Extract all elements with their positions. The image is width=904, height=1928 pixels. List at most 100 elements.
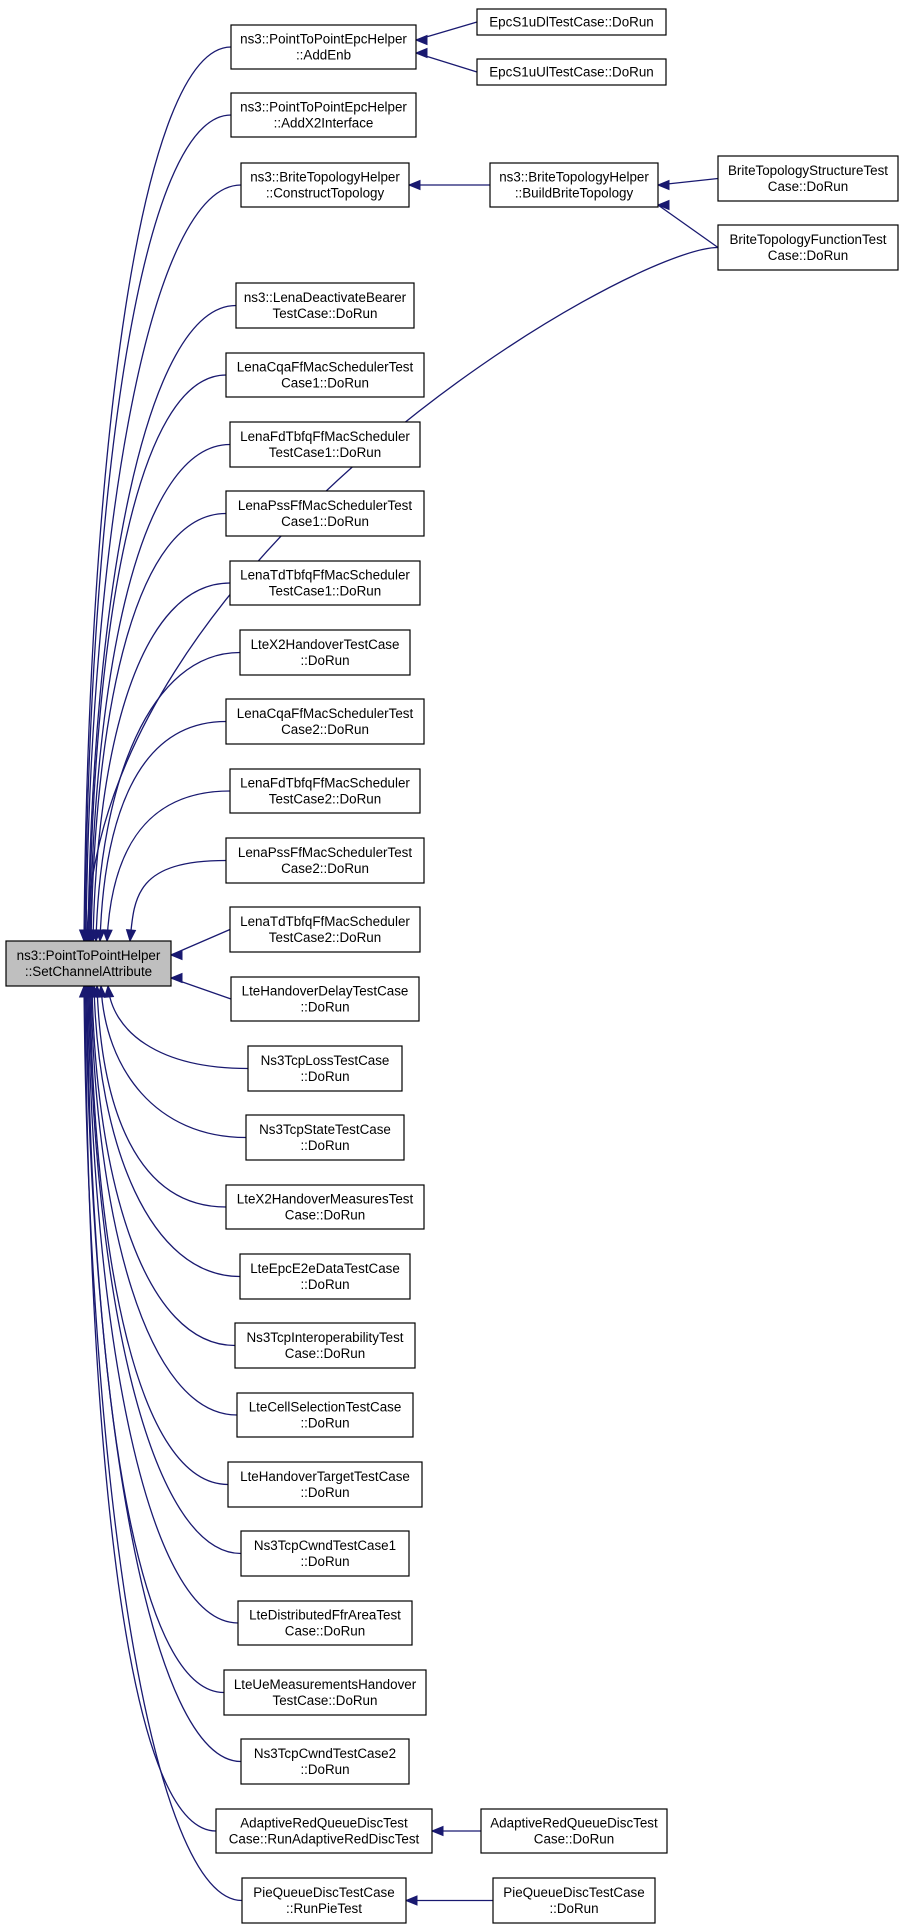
node-pie-run[interactable]: PieQueueDiscTestCase::RunPieTest	[241, 1877, 407, 1924]
node-label-cwnd2-line-1: Ns3TcpCwndTestCase2	[254, 1746, 396, 1761]
node-cwnd2[interactable]: Ns3TcpCwndTestCase2::DoRun	[240, 1738, 410, 1785]
node-box-build-brite	[489, 162, 659, 208]
node-label-ue-measurements-line-1: LteUeMeasurementsHandover	[234, 1677, 417, 1692]
node-label-epc-e2e-line-1: LteEpcE2eDataTestCase	[250, 1261, 400, 1276]
node-epc-s1u-dl[interactable]: EpcS1uDlTestCase::DoRun	[476, 8, 667, 36]
node-box-set-channel-attribute	[5, 940, 172, 987]
edge-x2-handover-to-set-channel-attribute	[95, 651, 241, 942]
node-label-cell-selection-line-1: LteCellSelectionTestCase	[249, 1400, 402, 1415]
node-label-handover-target-line-1: LteHandoverTargetTestCase	[240, 1469, 410, 1484]
node-box-cqa1	[225, 352, 425, 398]
node-box-cwnd1	[240, 1530, 410, 1577]
node-label-cqa1-line-1: LenaCqaFfMacSchedulerTest	[237, 360, 414, 375]
node-box-epc-e2e	[239, 1253, 411, 1300]
node-handover-delay[interactable]: LteHandoverDelayTestCase::DoRun	[230, 976, 420, 1022]
node-build-brite[interactable]: ns3::BriteTopologyHelper::BuildBriteTopo…	[489, 162, 659, 208]
arrowhead-pie-dorun-to-pie-run	[404, 1895, 418, 1906]
node-label-tdtbfq1-line-2: TestCase1::DoRun	[269, 584, 381, 599]
node-box-cqa2	[225, 698, 425, 745]
arrowhead-cqa2-to-set-channel-attribute	[95, 929, 106, 943]
node-box-ared-dorun	[480, 1808, 668, 1854]
edge-ared-run-to-set-channel-attribute	[84, 985, 217, 1832]
node-tcp-loss[interactable]: Ns3TcpLossTestCase::DoRun	[247, 1045, 403, 1092]
node-box-brite-structure	[717, 155, 899, 202]
node-label-build-brite-line-1: ns3::BriteTopologyHelper	[499, 170, 649, 185]
node-box-handover-delay	[230, 976, 420, 1022]
node-cell-selection[interactable]: LteCellSelectionTestCase::DoRun	[236, 1392, 414, 1438]
edge-x2-measures-to-set-channel-attribute	[96, 985, 227, 1208]
node-box-tcp-state	[245, 1114, 405, 1161]
node-label-pss2-line-2: Case2::DoRun	[281, 861, 369, 876]
node-box-lena-deactivate	[235, 282, 415, 329]
edge-handover-target-to-set-channel-attribute	[89, 985, 229, 1486]
node-construct-topology[interactable]: ns3::BriteTopologyHelper::ConstructTopol…	[240, 162, 410, 208]
node-cwnd1[interactable]: Ns3TcpCwndTestCase1::DoRun	[240, 1530, 410, 1577]
node-label-x2-handover-line-1: LteX2HandoverTestCase	[251, 637, 400, 652]
node-label-tcp-interop-line-1: Ns3TcpInteroperabilityTest	[246, 1330, 403, 1345]
edge-fdtbfq1-to-set-channel-attribute	[89, 443, 231, 942]
edge-pie-run-to-set-channel-attribute	[83, 985, 243, 1902]
node-label-tdtbfq2-line-1: LenaTdTbfqFfMacScheduler	[240, 914, 410, 929]
node-epc-e2e[interactable]: LteEpcE2eDataTestCase::DoRun	[239, 1253, 411, 1300]
node-add-x2[interactable]: ns3::PointToPointEpcHelper::AddX2Interfa…	[230, 92, 417, 138]
node-label-lena-deactivate-line-2: TestCase::DoRun	[273, 306, 378, 321]
node-box-pss2	[225, 837, 425, 884]
node-label-brite-function-line-2: Case::DoRun	[768, 248, 848, 263]
arrowhead-tcp-loss-to-set-channel-attribute	[103, 984, 115, 998]
node-box-tdtbfq1	[229, 560, 421, 606]
node-label-epc-s1u-dl-line-1: EpcS1uDlTestCase::DoRun	[489, 15, 654, 30]
node-label-tcp-loss-line-1: Ns3TcpLossTestCase	[261, 1053, 390, 1068]
node-box-epc-s1u-dl	[476, 8, 667, 36]
node-label-ared-run-line-1: AdaptiveRedQueueDiscTest	[240, 1816, 408, 1831]
node-tcp-state[interactable]: Ns3TcpStateTestCase::DoRun	[245, 1114, 405, 1161]
node-label-build-brite-line-2: ::BuildBriteTopology	[515, 186, 634, 201]
nodes-layer: ns3::PointToPointHelper::SetChannelAttri…	[5, 8, 899, 1924]
node-box-construct-topology	[240, 162, 410, 208]
edge-fdtbfq2-to-set-channel-attribute	[106, 790, 231, 942]
node-label-cwnd1-line-1: Ns3TcpCwndTestCase1	[254, 1538, 396, 1553]
node-label-pie-dorun-line-2: ::DoRun	[549, 1901, 598, 1916]
node-label-set-channel-attribute-line-1: ns3::PointToPointHelper	[17, 948, 161, 963]
edge-tdtbfq1-to-set-channel-attribute	[92, 582, 231, 942]
node-set-channel-attribute[interactable]: ns3::PointToPointHelper::SetChannelAttri…	[5, 940, 172, 987]
node-pie-dorun[interactable]: PieQueueDiscTestCase::DoRun	[492, 1877, 656, 1924]
node-label-fdtbfq1-line-1: LenaFdTbfqFfMacScheduler	[240, 429, 410, 444]
node-box-tcp-interop	[234, 1322, 416, 1369]
node-label-add-enb-line-1: ns3::PointToPointEpcHelper	[240, 32, 407, 47]
node-label-pie-dorun-line-1: PieQueueDiscTestCase	[503, 1885, 644, 1900]
edge-lena-deactivate-to-set-channel-attribute	[87, 304, 237, 942]
edge-brite-function-to-build-brite	[657, 204, 719, 249]
node-label-pss1-line-1: LenaPssFfMacSchedulerTest	[238, 498, 412, 513]
node-label-fdtbfq1-line-2: TestCase1::DoRun	[269, 445, 381, 460]
arrowhead-tdtbfq2-to-set-channel-attribute	[169, 949, 183, 961]
node-ared-run[interactable]: AdaptiveRedQueueDiscTestCase::RunAdaptiv…	[215, 1808, 433, 1854]
edge-cwnd2-to-set-channel-attribute	[85, 985, 242, 1763]
node-add-enb[interactable]: ns3::PointToPointEpcHelper::AddEnb	[230, 24, 417, 70]
node-handover-target[interactable]: LteHandoverTargetTestCase::DoRun	[227, 1461, 423, 1508]
node-label-cqa2-line-1: LenaCqaFfMacSchedulerTest	[237, 706, 414, 721]
node-label-fdtbfq2-line-2: TestCase2::DoRun	[269, 792, 381, 807]
node-x2-handover[interactable]: LteX2HandoverTestCase::DoRun	[239, 629, 411, 676]
node-label-tdtbfq1-line-1: LenaTdTbfqFfMacScheduler	[240, 568, 410, 583]
node-epc-s1u-ul[interactable]: EpcS1uUlTestCase::DoRun	[476, 58, 667, 86]
node-label-handover-delay-line-2: ::DoRun	[300, 1000, 349, 1015]
edge-tcp-loss-to-set-channel-attribute	[107, 985, 249, 1070]
arrowhead-ared-dorun-to-ared-run	[430, 1825, 444, 1837]
